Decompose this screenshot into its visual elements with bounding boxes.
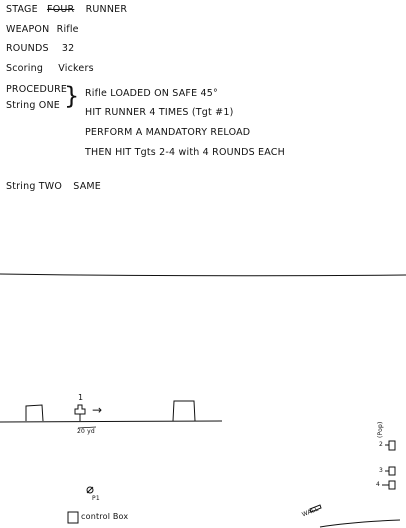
- left-target-stand: [26, 405, 43, 421]
- section-divider-line: [0, 274, 406, 276]
- shooter-position-label: P1: [92, 495, 100, 502]
- distance-label: 20 yd: [77, 428, 95, 435]
- popper-number-4: 4: [376, 481, 380, 488]
- runner-direction-arrow-icon: →: [92, 403, 102, 417]
- popper-targets-icon: [382, 441, 395, 489]
- poppers-note: (Pop): [377, 421, 384, 438]
- popper-number-2: 2: [379, 441, 383, 448]
- control-box-icon: [68, 512, 78, 523]
- wall-icon: [310, 505, 400, 527]
- popper-number-3: 3: [379, 467, 383, 474]
- control-box-label: control Box: [81, 512, 128, 521]
- runner-target-icon: [75, 405, 85, 414]
- shooter-position-icon: [87, 487, 93, 493]
- right-target-stand: [173, 401, 195, 421]
- runner-number-label: 1: [78, 393, 83, 402]
- runner-track-line: [0, 421, 222, 422]
